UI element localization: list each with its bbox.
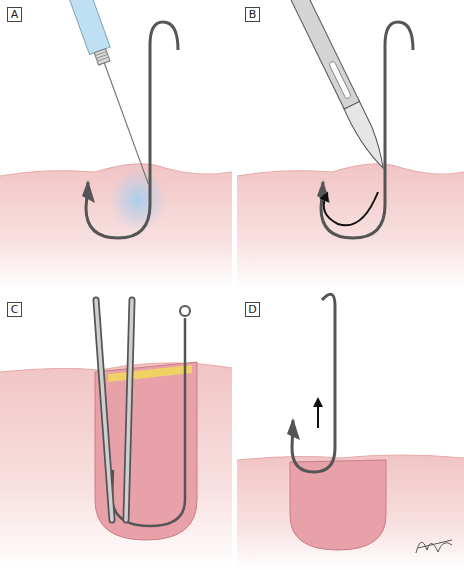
panel-a-art <box>0 0 232 290</box>
panel-letter: C <box>8 304 21 316</box>
panel-c-art <box>0 300 232 570</box>
panel-letter-box: B <box>245 7 260 22</box>
panel-letter-box: D <box>245 302 260 317</box>
panel-letter: A <box>8 9 21 21</box>
panel-letter-box: C <box>7 302 22 317</box>
panel-b-art <box>237 0 464 290</box>
panel-letter-box: A <box>7 7 22 22</box>
panel-letter: B <box>246 9 259 21</box>
panel-letter: D <box>246 304 259 316</box>
panel-d-art <box>237 294 464 570</box>
